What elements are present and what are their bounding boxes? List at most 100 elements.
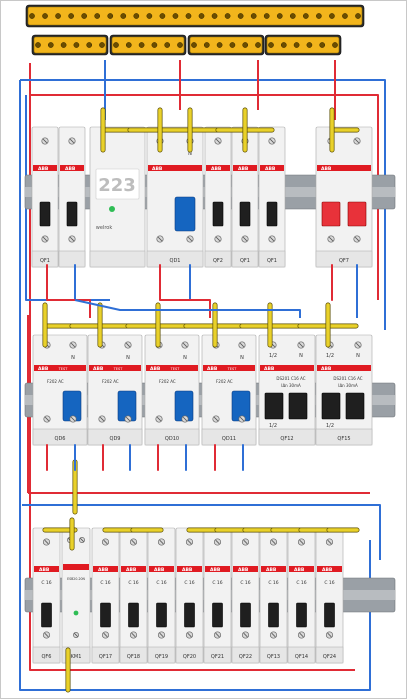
phase-wire	[47, 299, 91, 318]
screw-slot	[131, 632, 136, 638]
busbar-hole	[302, 13, 309, 19]
breaker-lever	[66, 201, 78, 227]
busbar-hole	[107, 13, 114, 19]
brand-logo: ABB	[38, 366, 49, 372]
screw-slot	[70, 342, 76, 348]
busbar-hole	[159, 13, 166, 19]
busbar-strip	[266, 36, 340, 54]
screw-slot	[159, 632, 164, 638]
pole-mark: 1/2	[269, 423, 277, 429]
screw-slot	[239, 416, 245, 422]
screw-slot	[79, 537, 85, 543]
breaker-label: QF6	[42, 654, 52, 660]
breaker	[203, 527, 232, 664]
rcd-lever	[174, 196, 196, 232]
busbar-hole	[342, 13, 348, 19]
screw-slot	[243, 539, 248, 545]
busbar-hole	[164, 42, 171, 48]
rcd-test-label: TEST	[113, 367, 124, 371]
screw-slot	[328, 236, 334, 242]
busbar-hole	[185, 13, 192, 19]
screw-slot	[187, 539, 192, 545]
busbar-hole	[35, 42, 41, 48]
screw-slot	[354, 138, 360, 144]
neutral-wire	[74, 299, 301, 318]
brand-logo: ABB	[265, 166, 276, 172]
busbar-hole	[332, 42, 338, 48]
breaker	[144, 334, 200, 446]
difavt-model: DS201 C16 AC	[333, 376, 362, 381]
terminal-n-label: N	[183, 355, 187, 361]
busbar-hole	[203, 42, 210, 48]
screw-slot	[354, 236, 360, 242]
screw-slot	[355, 342, 361, 348]
busbar-hole	[138, 42, 145, 48]
breaker-label-plate	[87, 428, 143, 446]
breaker-label: QF1	[240, 258, 250, 264]
brand-band	[205, 566, 230, 572]
screw-slot	[70, 416, 76, 422]
screw-slot	[103, 539, 108, 545]
pole-mark: 1/2	[269, 353, 277, 359]
screw-slot	[69, 236, 75, 242]
breaker-label: QF18	[127, 654, 140, 660]
busbar-strip	[189, 36, 263, 54]
screw-slot	[69, 138, 75, 144]
breaker-label-plate	[259, 646, 288, 664]
brand-band	[317, 365, 371, 371]
main-switch-lever	[347, 201, 367, 227]
breaker	[315, 334, 373, 446]
screw-slot	[239, 342, 245, 348]
breaker-label: QF2	[213, 258, 223, 264]
relay-led	[109, 206, 115, 212]
busbar-hole	[276, 13, 283, 19]
screw-slot	[327, 632, 332, 638]
brand-band	[206, 165, 230, 171]
busbar-hole	[319, 42, 326, 48]
busbar-hole	[216, 42, 223, 48]
breaker	[315, 126, 373, 268]
brand-logo: ABB	[39, 567, 50, 573]
breaker	[231, 527, 260, 664]
breaker-label-plate	[144, 428, 200, 446]
breaker	[201, 334, 257, 446]
relay-display-bg	[95, 168, 140, 200]
breaker	[58, 126, 86, 268]
screw-slot	[125, 416, 131, 422]
brand-band	[89, 365, 141, 371]
screw-slot	[44, 539, 49, 545]
screw-slot	[125, 342, 131, 348]
breaker	[119, 527, 148, 664]
difavt-idn: IΔn 30mA	[281, 383, 301, 388]
rcd-test-label: TEST	[58, 367, 69, 371]
rating-text: C 16	[324, 580, 334, 586]
rating-text: C 16	[184, 580, 194, 586]
brand-logo: ABB	[93, 366, 104, 372]
neutral-wire	[22, 504, 381, 560]
contactor-model: ESB20-20N	[67, 577, 85, 581]
busbar-hole	[146, 13, 153, 19]
breaker-label: QF12	[280, 436, 293, 442]
screw-slot	[131, 539, 136, 545]
busbar-hole	[177, 42, 183, 48]
breaker-label: QF14	[295, 654, 308, 660]
busbar-hole	[133, 13, 140, 19]
breaker	[287, 527, 316, 664]
breaker-label-plate	[32, 428, 88, 446]
brand-logo: ABB	[322, 567, 333, 573]
brand-band	[33, 165, 57, 171]
breaker-lever	[100, 602, 111, 628]
brand-band	[317, 566, 342, 572]
breaker-label: KM1	[71, 654, 82, 660]
screw-slot	[215, 632, 220, 638]
brand-band	[177, 566, 202, 572]
brand-logo: ABB	[266, 567, 277, 573]
busbar-hole	[120, 13, 127, 19]
brand-band	[148, 165, 202, 171]
breaker-label-plate	[119, 646, 148, 664]
busbar-hole	[60, 42, 67, 48]
rating-text: C 16	[268, 580, 278, 586]
rating-text: C 16	[128, 580, 138, 586]
screw-slot	[213, 416, 219, 422]
